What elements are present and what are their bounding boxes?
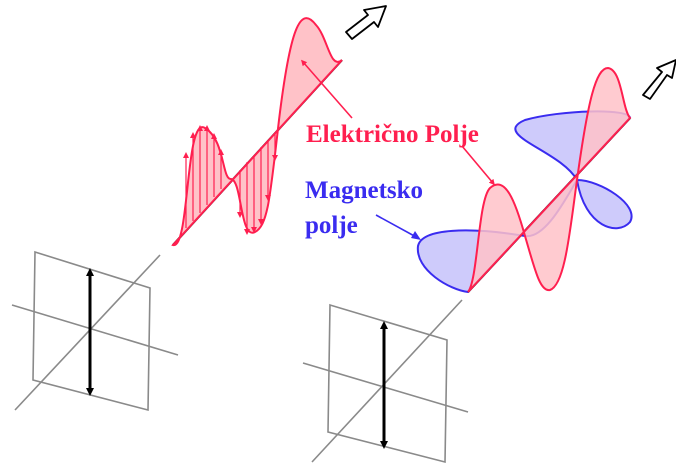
left-wave-group bbox=[11, 5, 387, 412]
magnetic-leader-arrowhead bbox=[411, 231, 421, 240]
right-magnetic-wave bbox=[416, 110, 633, 294]
electric-label-leader-left bbox=[301, 59, 353, 119]
right-wave-group bbox=[302, 59, 676, 464]
left-direction-arrow-icon bbox=[345, 5, 387, 40]
right-direction-arrow-icon bbox=[642, 59, 676, 100]
magnetic-field-label-line1: Magnetsko bbox=[305, 177, 424, 204]
right-electric-wave bbox=[467, 66, 632, 293]
left-field-vectors bbox=[183, 125, 278, 235]
electric-label-leader-right bbox=[461, 145, 495, 186]
magnetic-field-label-line2: polje bbox=[305, 212, 358, 239]
electric-field-label: Električno Polje bbox=[306, 121, 479, 148]
left-source-frame bbox=[11, 250, 179, 412]
magnetic-label-leader bbox=[375, 214, 419, 239]
